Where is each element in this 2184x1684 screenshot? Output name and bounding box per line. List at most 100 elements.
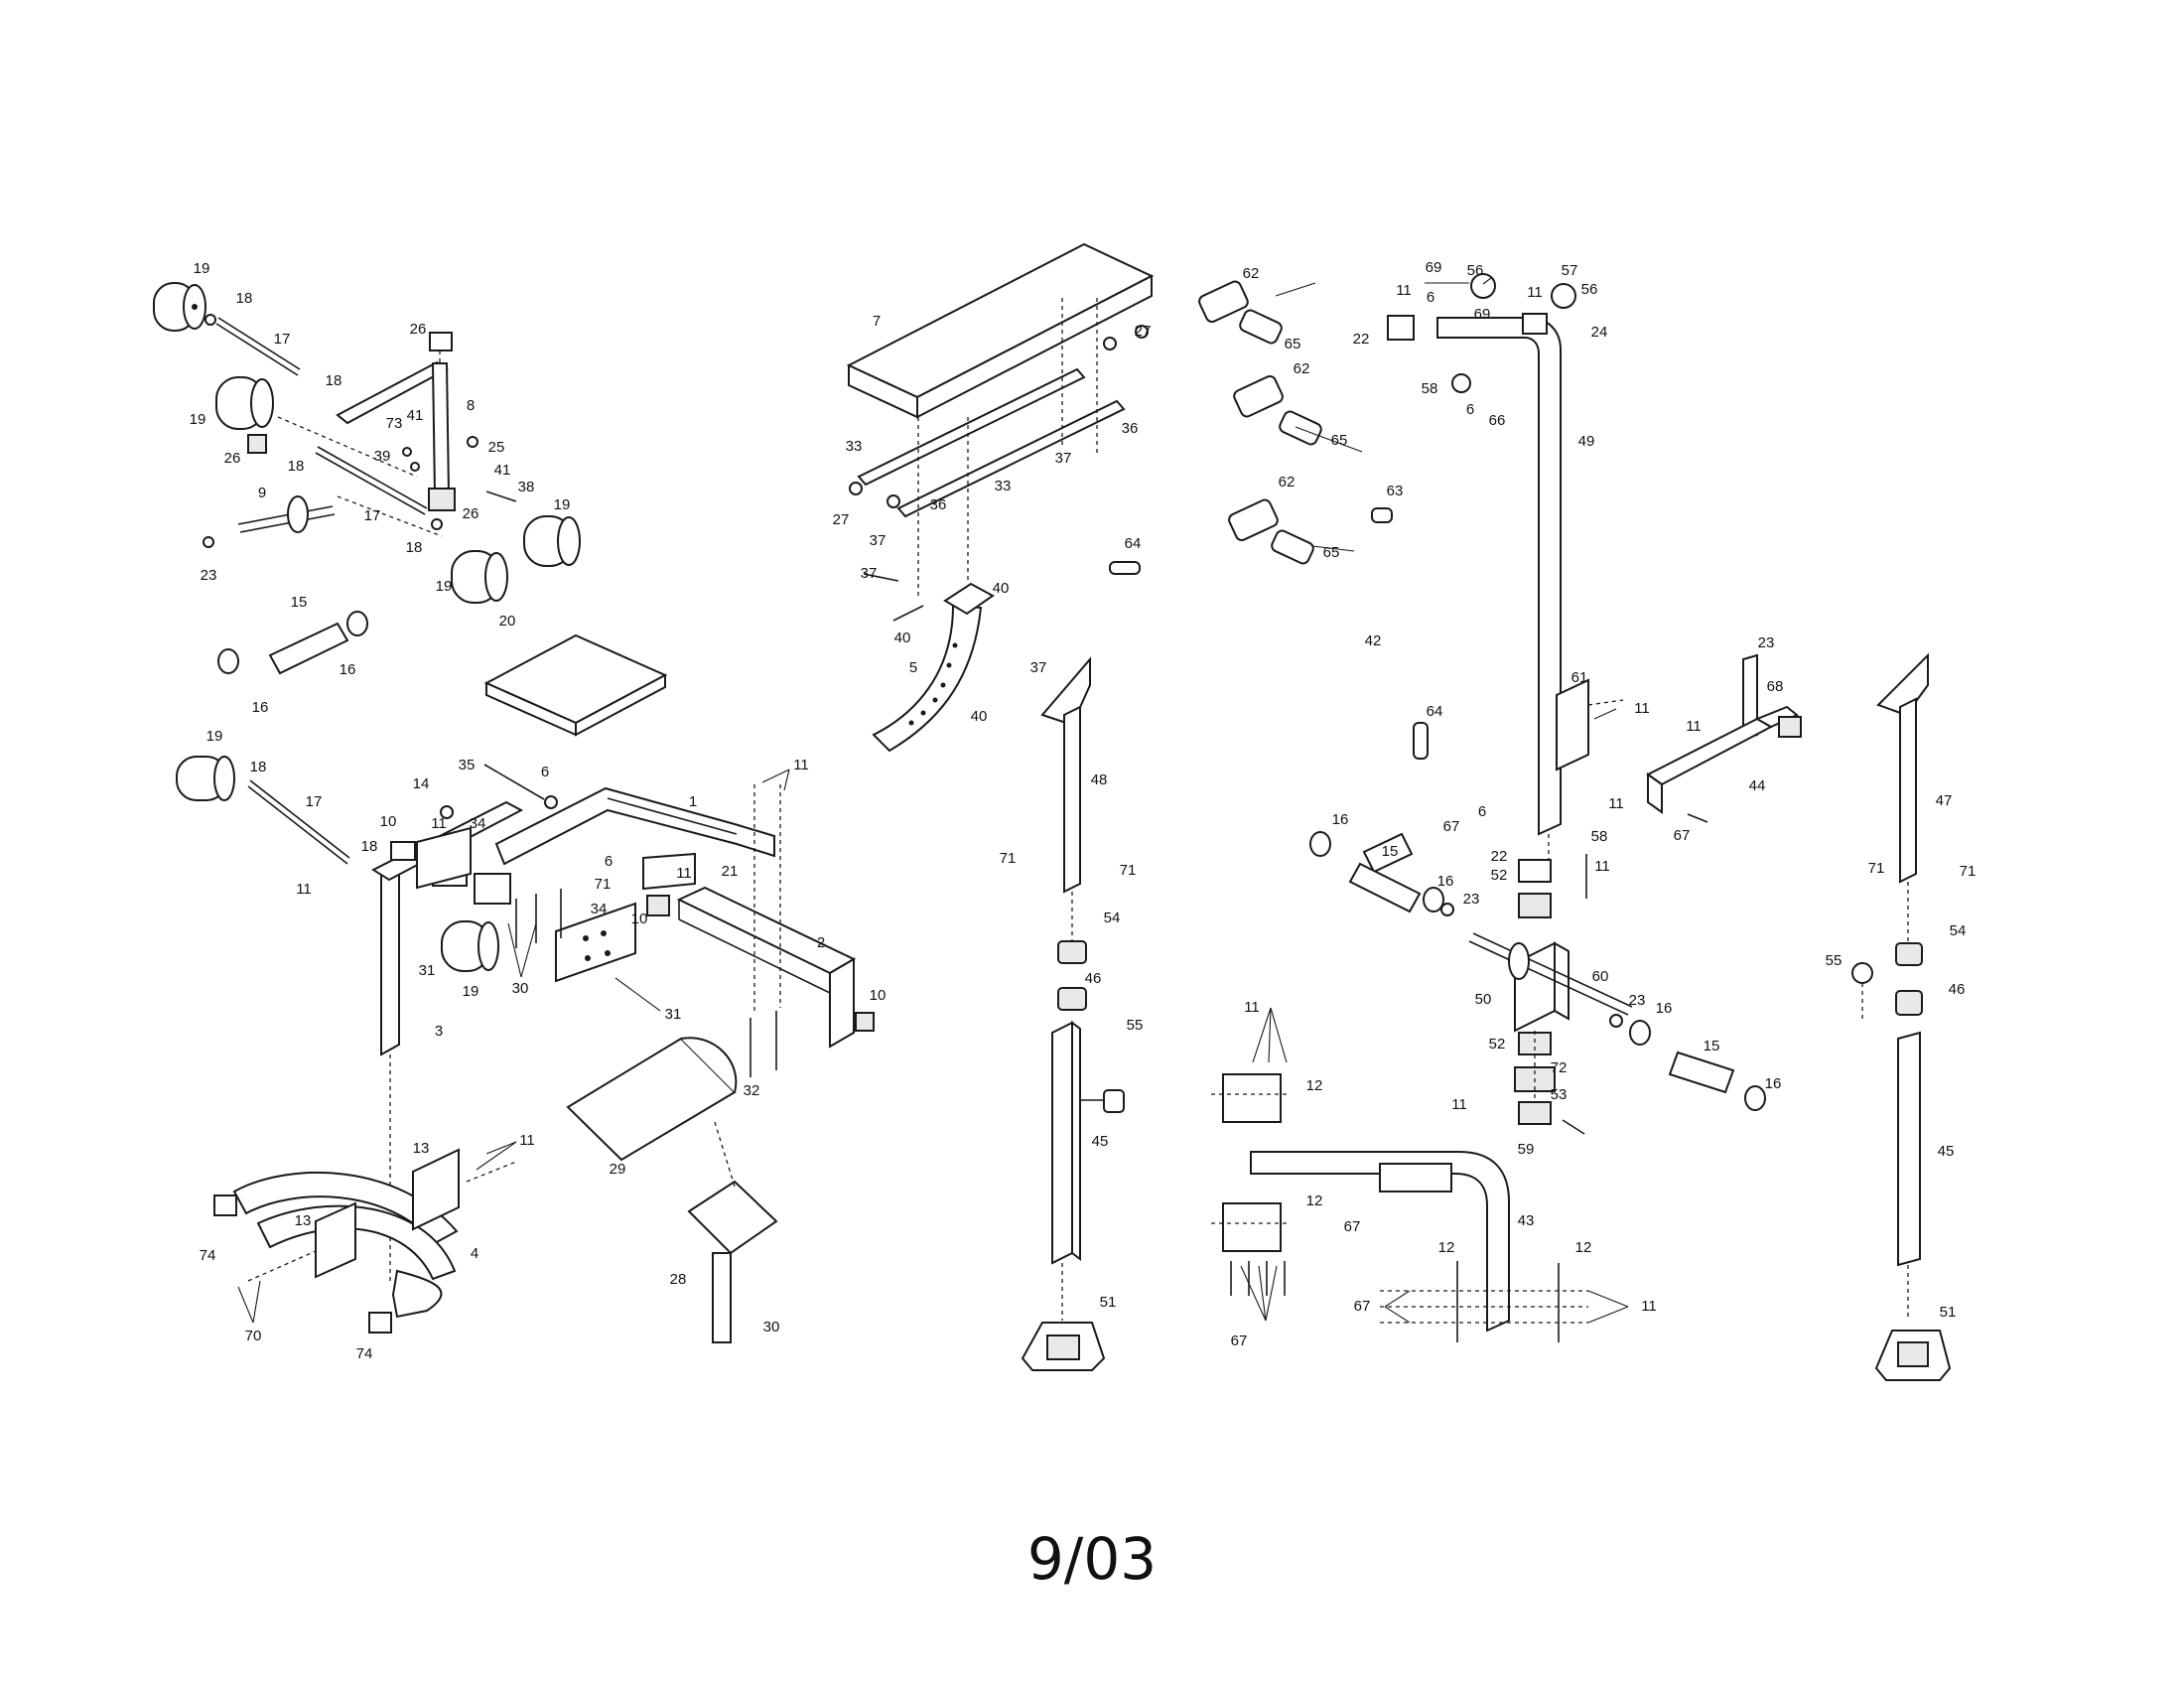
part-label: 11 [1686,718,1702,735]
sleeve-assembly-left [217,611,368,675]
part-label: 31 [665,1006,682,1023]
part-label: 27 [833,511,850,528]
part-label: 30 [512,980,529,997]
part-label: 73 [386,415,403,432]
date-code: 9/03 [1026,1525,1158,1593]
part-label: 33 [995,478,1012,494]
part-label: 11 [1594,858,1610,875]
part-label: 36 [1122,420,1139,437]
roller-pad-bottom [451,550,508,604]
part-label: 23 [1629,992,1646,1009]
part-label: 19 [436,578,453,595]
part-label: 23 [1463,891,1480,908]
part-label: 47 [1936,792,1953,809]
part-label: 42 [1365,632,1382,649]
part-label: 15 [1704,1038,1720,1054]
part-label: 65 [1331,432,1348,449]
rear-base [1211,1073,1588,1342]
part-label: 26 [224,450,241,467]
part-label: 6 [1427,289,1434,306]
part-label: 56 [1467,262,1484,279]
part-label: 74 [356,1345,373,1362]
part-label: 74 [200,1247,216,1264]
part-label: 53 [1551,1086,1568,1103]
part-label: 11 [431,815,447,832]
part-label: 22 [1353,331,1370,348]
part-label: 6 [1478,803,1486,820]
handle-set [1198,280,1393,565]
main-frame-assembly [176,756,875,1281]
part-label: 11 [1396,282,1412,299]
part-label: 7 [873,313,881,330]
part-label: 24 [1591,324,1608,341]
part-label: 11 [676,865,692,882]
part-label: 17 [306,793,323,810]
center-upright [1021,656,1125,1371]
part-label: 6 [1466,401,1474,418]
part-label: 71 [1960,863,1977,880]
part-label: 26 [410,321,427,338]
pivot-tube [203,495,336,548]
part-label: 46 [1949,981,1966,998]
weight-tower [1387,273,1633,1135]
part-number-labels: 19 18 17 18 19 26 8 73 41 26 18 39 25 41… [190,259,1977,1362]
preacher-curl-pad [566,1037,778,1343]
roller-pad-right [523,515,581,567]
part-label: 28 [670,1271,687,1288]
part-label: 37 [861,565,878,582]
part-label: 2 [817,934,825,951]
part-label: 39 [374,448,391,465]
part-label: 18 [326,372,342,389]
right-upright [1851,652,1952,1381]
backrest-assembly [846,242,1155,753]
part-label: 14 [413,775,430,792]
part-label: 27 [1135,323,1152,340]
leg-lever-frame [336,332,456,511]
part-label: 4 [471,1245,478,1262]
part-label: 54 [1104,910,1121,926]
part-label: 18 [250,759,267,775]
part-label: 11 [1244,999,1260,1016]
part-label: 40 [993,580,1010,597]
part-label: 62 [1279,474,1296,491]
part-label: 40 [971,708,988,725]
part-label: 29 [610,1161,626,1178]
part-label: 6 [541,764,549,780]
part-label: 11 [1634,700,1650,717]
part-label: 35 [459,757,476,773]
part-label: 41 [407,407,424,424]
part-label: 64 [1427,703,1443,720]
part-label: 36 [930,496,947,513]
part-label: 37 [870,532,887,549]
lat-arm-bracket [1646,653,1802,823]
part-label: 45 [1938,1143,1955,1160]
part-label: 12 [1306,1077,1323,1094]
leg-lever-assembly [153,282,581,604]
part-label: 67 [1443,818,1460,835]
part-label: 8 [467,397,475,414]
part-label: 17 [364,507,381,524]
part-label: 30 [763,1319,780,1335]
part-label: 16 [340,661,356,678]
sleeve-assembly-right [1309,831,1766,1111]
part-label: 71 [1120,862,1137,879]
part-label: 55 [1826,952,1843,969]
part-label: 67 [1344,1218,1361,1235]
part-label: 58 [1422,380,1438,397]
part-label: 16 [252,699,269,716]
part-label: 16 [1656,1000,1673,1017]
part-label: 60 [1592,968,1609,985]
part-label: 49 [1578,433,1595,450]
part-label: 67 [1354,1298,1371,1315]
part-label: 13 [295,1212,312,1229]
part-label: 62 [1294,360,1310,377]
part-label: 9 [258,485,266,501]
part-label: 19 [194,260,210,277]
part-label: 32 [744,1082,760,1099]
part-label: 52 [1489,1036,1506,1052]
part-label: 1 [689,793,697,810]
part-label: 43 [1518,1212,1535,1229]
part-label: 16 [1765,1075,1782,1092]
part-label: 23 [1758,634,1775,651]
part-label: 12 [1306,1193,1323,1209]
